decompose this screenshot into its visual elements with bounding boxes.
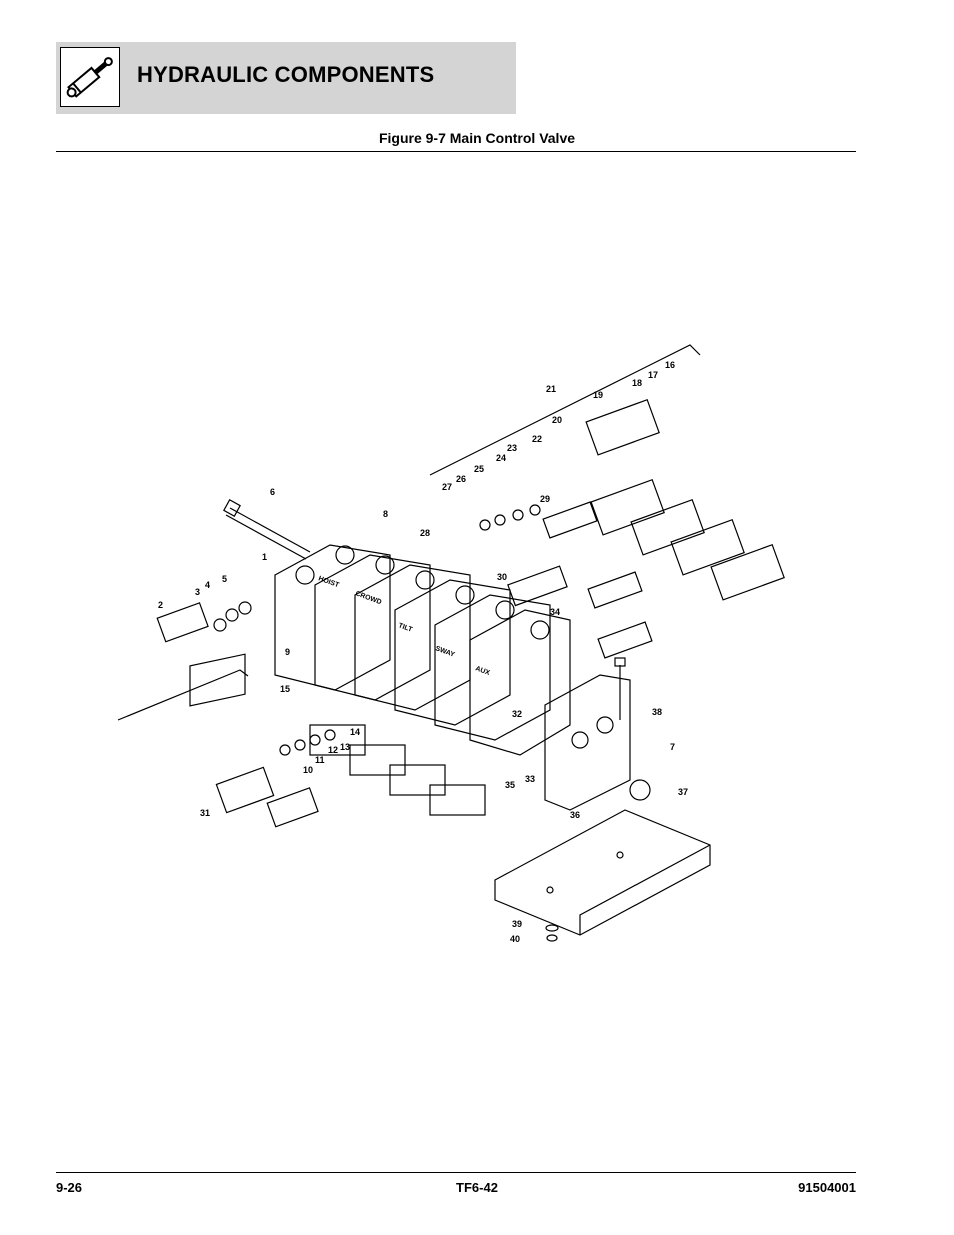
callout: 32: [512, 709, 522, 719]
callout: 35: [505, 780, 515, 790]
callout: 39: [512, 919, 522, 929]
figure-title: Figure 9-7 Main Control Valve: [378, 130, 576, 146]
callout: 26: [456, 474, 466, 484]
callout: 6: [270, 487, 275, 497]
section-label: CROWD: [354, 590, 382, 606]
section-label: SWAY: [434, 645, 455, 659]
callout: 25: [474, 464, 484, 474]
callout: 23: [507, 443, 517, 453]
callout: 27: [442, 482, 452, 492]
callout: 40: [510, 934, 520, 944]
callout: 19: [593, 390, 603, 400]
page-title: HYDRAULIC COMPONENTS: [137, 62, 435, 87]
callout: 5: [222, 574, 227, 584]
callout: 14: [350, 727, 360, 737]
footer-rule: [56, 1172, 856, 1173]
callout: 22: [532, 434, 542, 444]
callout: 4: [205, 580, 210, 590]
callout: 11: [315, 755, 325, 765]
callout: 21: [546, 384, 556, 394]
callout: 1: [262, 552, 267, 562]
callout: 3: [195, 587, 200, 597]
callout: 34: [550, 607, 560, 617]
callout: 36: [570, 810, 580, 820]
callout: 30: [497, 572, 507, 582]
valve-sections: [274, 544, 571, 756]
callout: 20: [552, 415, 562, 425]
callout: 28: [420, 528, 430, 538]
callout: 31: [200, 808, 210, 818]
callout: 38: [652, 707, 662, 717]
callout: 33: [525, 774, 535, 784]
section-label: AUX: [474, 665, 491, 677]
callout: 10: [303, 765, 313, 775]
callout: 8: [383, 509, 388, 519]
callout: 12: [328, 745, 338, 755]
main-control-valve-diagram: HOIST CROWD TILT SWAY AUX 1 2 3 4 5 6 7 …: [117, 344, 785, 944]
callouts: 1 2 3 4 5 6 7 8 9 10 11 12 13 14 15 16 1…: [158, 360, 688, 944]
callout: 29: [540, 494, 550, 504]
header-rule: [56, 151, 856, 152]
exploded-view-lines: [117, 344, 785, 942]
callout: 37: [678, 787, 688, 797]
callout: 9: [285, 647, 290, 657]
document-number: 91504001: [798, 1180, 856, 1195]
callout: 13: [340, 742, 350, 752]
hydraulic-cylinder-icon: [60, 47, 120, 107]
section-label: TILT: [397, 622, 413, 634]
section-labels: HOIST CROWD TILT SWAY AUX: [317, 575, 491, 677]
callout: 15: [280, 684, 290, 694]
callout: 7: [670, 742, 675, 752]
callout: 16: [665, 360, 675, 370]
page-number: 9-26: [56, 1180, 83, 1195]
model-number: TF6-42: [456, 1180, 498, 1195]
callout: 18: [632, 378, 642, 388]
callout: 17: [648, 370, 658, 380]
callout: 24: [496, 453, 506, 463]
callout: 2: [158, 600, 163, 610]
header-band: [56, 42, 516, 114]
